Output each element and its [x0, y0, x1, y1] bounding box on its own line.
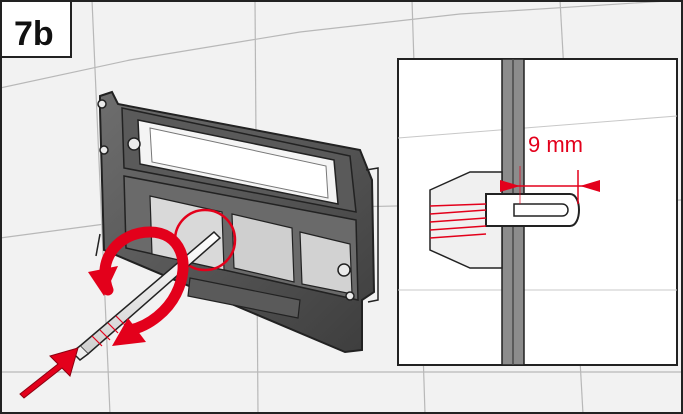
dimension-marker — [500, 166, 600, 204]
push-arrow — [19, 347, 79, 399]
mounting-frame — [95, 90, 379, 354]
detail-inset: 9 mm — [397, 58, 678, 366]
thread-lines — [429, 203, 487, 239]
step-label: 7b — [14, 15, 54, 53]
gap-measurement: 9 mm — [528, 132, 583, 157]
step-label-box: 7b — [0, 0, 72, 58]
rotation-arrow — [88, 226, 189, 346]
